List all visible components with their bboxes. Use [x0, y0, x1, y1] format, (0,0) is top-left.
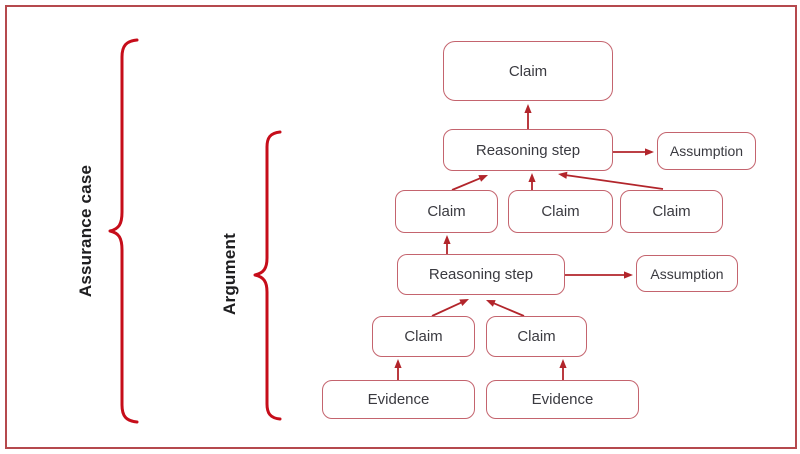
arrow-reasoning-step-1-to-assumption-1	[612, 148, 654, 156]
arrow-claim-a-to-reasoning-step-1	[451, 175, 488, 191]
node-assumption-2: Assumption	[636, 255, 738, 292]
node-claim-c: Claim	[620, 190, 723, 233]
node-claim-a: Claim	[395, 190, 498, 233]
node-claim-top: Claim	[443, 41, 613, 101]
argument-brace	[253, 130, 282, 421]
arrow-reasoning-step-2-to-claim-a	[443, 235, 451, 254]
node-claim-b: Claim	[508, 190, 613, 233]
node-evidence-1: Evidence	[322, 380, 475, 419]
node-claim-e: Claim	[486, 316, 587, 357]
arrow-claim-c-to-reasoning-step-1	[558, 171, 664, 190]
node-evidence-2: Evidence	[486, 380, 639, 419]
arrow-evidence-2-to-claim-e	[559, 359, 567, 380]
arrow-claim-b-to-reasoning-step-1	[528, 173, 536, 190]
node-claim-d: Claim	[372, 316, 475, 357]
assurance-case-brace	[108, 38, 139, 424]
argument-label: Argument	[220, 233, 239, 315]
assurance-case-label: Assurance case	[76, 164, 95, 298]
node-reasoning-step-1: Reasoning step	[443, 129, 613, 171]
arrow-reasoning-step-1-to-claim-top	[524, 104, 532, 130]
node-assumption-1: Assumption	[657, 132, 756, 170]
figure-border	[5, 5, 797, 449]
arrow-evidence-1-to-claim-d	[394, 359, 402, 380]
arrow-reasoning-step-2-to-assumption-2	[565, 271, 633, 279]
arrow-claim-e-to-reasoning-step-2	[486, 300, 525, 317]
arrow-claim-d-to-reasoning-step-2	[431, 299, 469, 317]
node-reasoning-step-2: Reasoning step	[397, 254, 565, 295]
